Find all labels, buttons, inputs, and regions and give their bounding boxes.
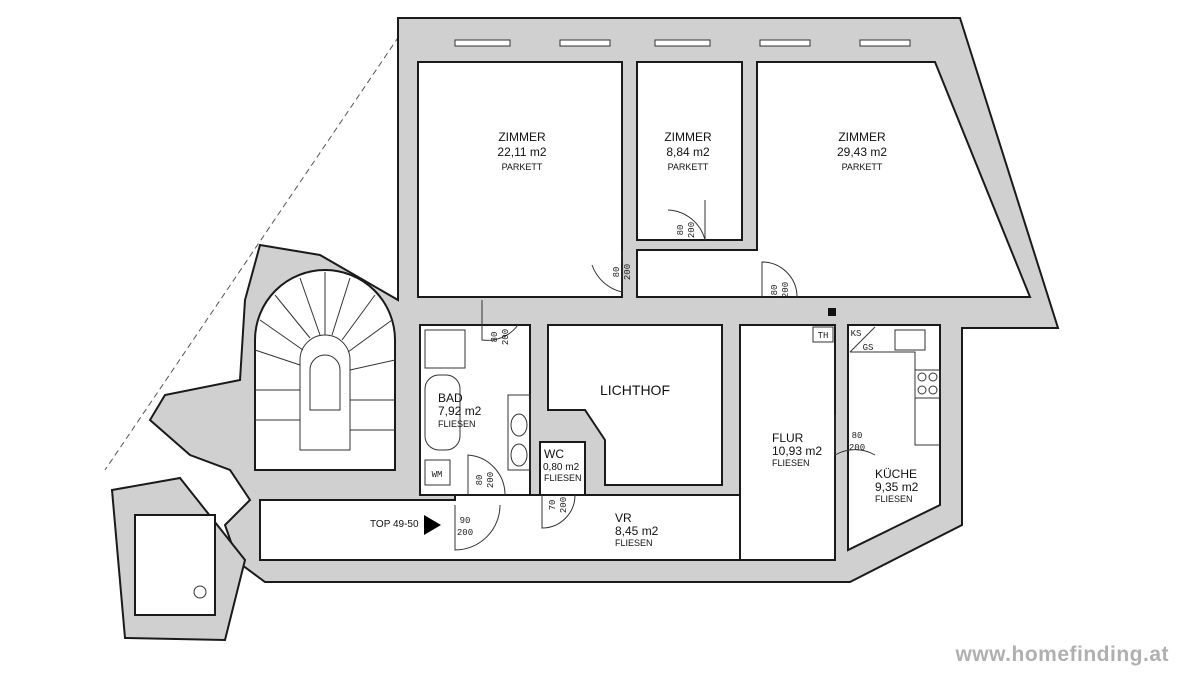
- svg-text:FLIESEN: FLIESEN: [875, 494, 913, 504]
- svg-text:FLIESEN: FLIESEN: [615, 538, 653, 548]
- svg-text:PARKETT: PARKETT: [502, 162, 543, 172]
- entrance-arrow-icon: [424, 515, 441, 535]
- unit-label: TOP 49-50: [370, 519, 419, 530]
- door-width: 80: [676, 225, 686, 236]
- svg-text:PARKETT: PARKETT: [668, 162, 709, 172]
- property-line: [104, 19, 411, 471]
- svg-text:7,92 m2: 7,92 m2: [438, 404, 482, 418]
- svg-text:10,93 m2: 10,93 m2: [772, 444, 822, 458]
- stove: [914, 369, 941, 399]
- svg-text:ZIMMER: ZIMMER: [838, 130, 886, 144]
- room-zimmer-2: [636, 61, 743, 241]
- shaft-icon: [828, 308, 836, 316]
- dishwasher-label: GS: [863, 343, 874, 353]
- door-width: 80: [475, 475, 485, 486]
- svg-text:FLIESEN: FLIESEN: [438, 419, 476, 429]
- door-height: 200: [486, 472, 496, 488]
- fridge-label: KS: [851, 329, 862, 339]
- door-height: 200: [781, 282, 791, 298]
- svg-text:FLIESEN: FLIESEN: [544, 473, 582, 483]
- svg-text:29,43 m2: 29,43 m2: [837, 145, 887, 159]
- label-lichthof: LICHTHOF: [600, 382, 670, 398]
- spiral-staircase: [254, 269, 396, 471]
- svg-text:PARKETT: PARKETT: [842, 162, 883, 172]
- door-width: 80: [852, 431, 863, 441]
- room-kueche: [847, 324, 941, 552]
- door-width: 80: [490, 332, 500, 343]
- svg-text:FLUR: FLUR: [772, 431, 804, 445]
- shower: [424, 329, 466, 369]
- watermark: www.homefinding.at: [955, 643, 1169, 666]
- double-sink: [507, 394, 531, 471]
- room-vr: [259, 494, 741, 561]
- svg-text:WC: WC: [544, 447, 564, 461]
- door-swings: [454, 200, 876, 551]
- door-height: 200: [623, 264, 633, 280]
- svg-text:8,45 m2: 8,45 m2: [615, 524, 659, 538]
- door-width: 70: [548, 500, 558, 511]
- svg-text:22,11 m2: 22,11 m2: [497, 145, 546, 159]
- bathtub: [424, 374, 461, 451]
- door-height: 200: [501, 329, 511, 345]
- door-height: 200: [687, 222, 697, 238]
- door-height: 200: [457, 528, 473, 538]
- kitchen-sink: [894, 329, 926, 351]
- svg-text:0,80 m2: 0,80 m2: [543, 462, 580, 473]
- room-zimmer-1: [417, 61, 623, 298]
- door-width: 80: [770, 285, 780, 296]
- svg-text:VR: VR: [615, 511, 632, 525]
- door-height: 200: [559, 497, 569, 513]
- washing-machine-label: WM: [432, 470, 443, 480]
- door-height: 200: [849, 443, 865, 453]
- room-wc: [539, 441, 586, 496]
- svg-text:FLIESEN: FLIESEN: [772, 458, 810, 468]
- lichthof: [547, 324, 723, 486]
- room-zimmer-3: [636, 61, 1032, 298]
- elevator-cabin: [134, 514, 216, 616]
- svg-text:KÜCHE: KÜCHE: [875, 467, 917, 481]
- door-width: 80: [612, 267, 622, 278]
- svg-text:ZIMMER: ZIMMER: [664, 130, 712, 144]
- door-width: 90: [460, 516, 471, 526]
- boiler-label: TH: [818, 331, 829, 341]
- svg-text:8,84 m2: 8,84 m2: [666, 145, 710, 159]
- svg-text:ZIMMER: ZIMMER: [498, 130, 546, 144]
- windows-top: [454, 39, 911, 47]
- svg-text:BAD: BAD: [438, 391, 463, 405]
- svg-text:9,35 m2: 9,35 m2: [875, 480, 919, 494]
